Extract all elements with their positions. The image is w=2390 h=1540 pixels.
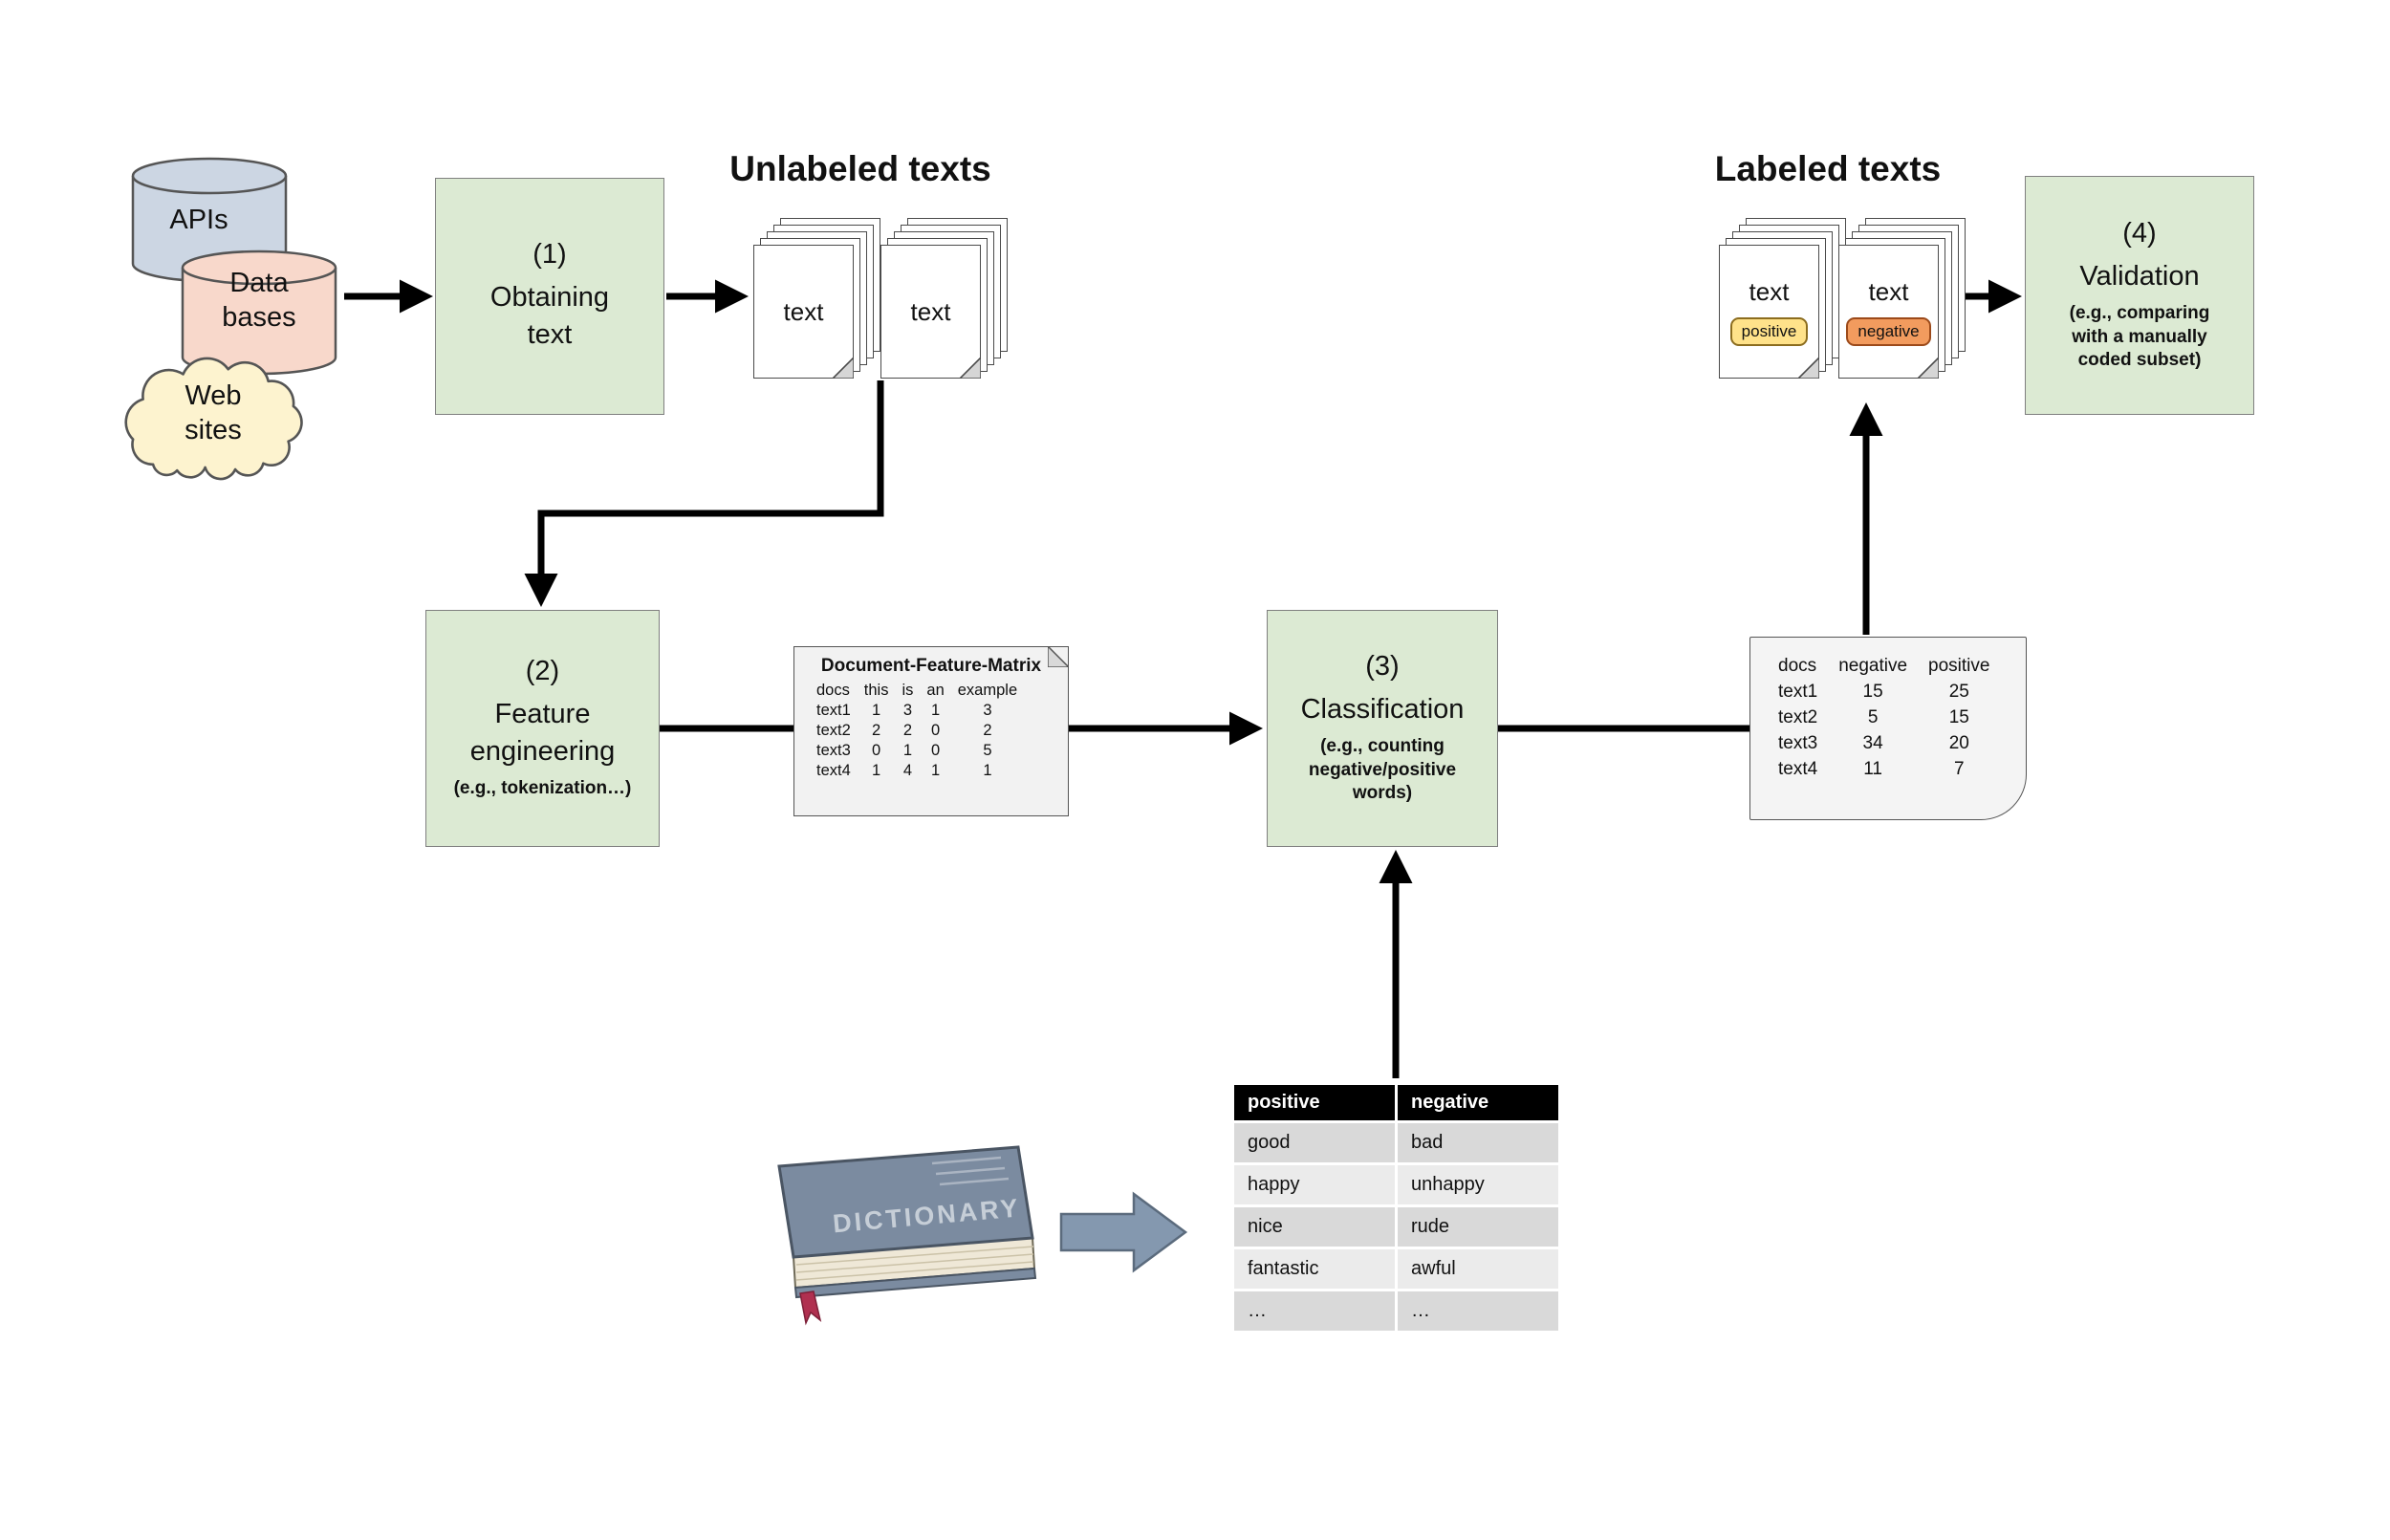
step3-subtitle: (e.g., counting negative/positive words) — [1308, 736, 1457, 804]
table-row: text4 1 4 1 1 — [816, 762, 992, 779]
dfm-table: docs this is an example text1 1 3 1 3 te… — [810, 681, 1024, 781]
dictionary-book: DICTIONARY — [741, 1114, 1056, 1348]
step2-subtitle: (e.g., tokenization…) — [453, 778, 632, 799]
table-row: text4 11 7 — [1778, 758, 1965, 779]
folded-corner-icon — [833, 358, 854, 379]
table-row: positive negative — [1234, 1085, 1558, 1120]
step3-box: (3) Classification (e.g., counting negat… — [1267, 610, 1498, 847]
step2-number: (2) — [525, 656, 560, 687]
databases-label: Data bases — [222, 268, 296, 334]
step1-number: (1) — [532, 238, 567, 270]
step4-subtitle: (e.g., comparing with a manually coded s… — [2069, 303, 2210, 371]
dfm-document: Document-Feature-Matrix docs this is an … — [793, 646, 1069, 816]
unlabeled-stack-1: text — [753, 218, 881, 380]
bookmark-ribbon-icon — [799, 1291, 822, 1326]
dfm-title: Document-Feature-Matrix — [820, 656, 1042, 676]
folded-corner-icon — [1048, 646, 1069, 667]
folded-corner-icon — [1798, 358, 1819, 379]
results-table: docs negative positive text1 15 25 text2… — [1768, 653, 2000, 782]
page-label: text — [783, 296, 824, 326]
labeled-stack-positive: text positive — [1719, 218, 1847, 380]
labeled-stack-negative: text negative — [1838, 218, 1966, 380]
step4-box: (4) Validation (e.g., comparing with a m… — [2025, 176, 2254, 415]
table-row: text3 34 20 — [1778, 732, 1969, 753]
table-row: text3 0 1 0 5 — [816, 742, 992, 759]
unlabeled-stack-2: text — [880, 218, 1009, 380]
text-page: text negative — [1838, 245, 1939, 379]
table-row: text1 15 25 — [1778, 681, 1969, 702]
table-row: text1 1 3 1 3 — [816, 702, 992, 719]
table-row: docs this is an example — [816, 682, 1018, 699]
text-page: text — [880, 245, 981, 379]
unlabeled-texts-title: Unlabeled texts — [729, 149, 991, 188]
table-row: text2 2 2 0 2 — [816, 722, 992, 739]
table-row: … … — [1234, 1291, 1558, 1331]
table-row: docs negative positive — [1778, 655, 1990, 676]
results-document: docs negative positive text1 15 25 text2… — [1749, 637, 2027, 820]
folded-corner-icon — [1918, 358, 1939, 379]
step1-title: Obtaining text — [489, 281, 610, 350]
websites-cloud — [113, 344, 314, 494]
negative-badge: negative — [1846, 317, 1931, 346]
step4-title: Validation — [2079, 260, 2200, 292]
step2-box: (2) Feature engineering (e.g., tokenizat… — [425, 610, 660, 847]
websites-label: Web sites — [185, 380, 242, 446]
table-row: happy unhappy — [1234, 1165, 1558, 1204]
block-arrow-icon — [1059, 1188, 1188, 1281]
table-row: text2 5 15 — [1778, 706, 1969, 727]
databases-cylinder — [177, 247, 341, 383]
step3-number: (3) — [1365, 650, 1400, 682]
step2-title: Feature engineering — [469, 699, 616, 768]
apis-label: APIs — [169, 205, 228, 235]
text-page: text — [753, 245, 854, 379]
table-row: nice rude — [1234, 1207, 1558, 1247]
step3-title: Classification — [1300, 693, 1465, 725]
labeled-texts-title: Labeled texts — [1714, 149, 1942, 188]
step4-number: (4) — [2122, 217, 2157, 249]
table-row: good bad — [1234, 1123, 1558, 1162]
dictionary-table: positive negative good bad happy unhappy… — [1231, 1082, 1561, 1334]
positive-badge: positive — [1729, 317, 1809, 346]
page-label: text — [910, 296, 951, 326]
text-page: text positive — [1719, 245, 1819, 379]
page-label: text — [1749, 277, 1790, 307]
folded-corner-icon — [960, 358, 981, 379]
page-label: text — [1868, 277, 1909, 307]
table-row: fantastic awful — [1234, 1249, 1558, 1289]
step1-box: (1) Obtaining text — [435, 178, 664, 415]
